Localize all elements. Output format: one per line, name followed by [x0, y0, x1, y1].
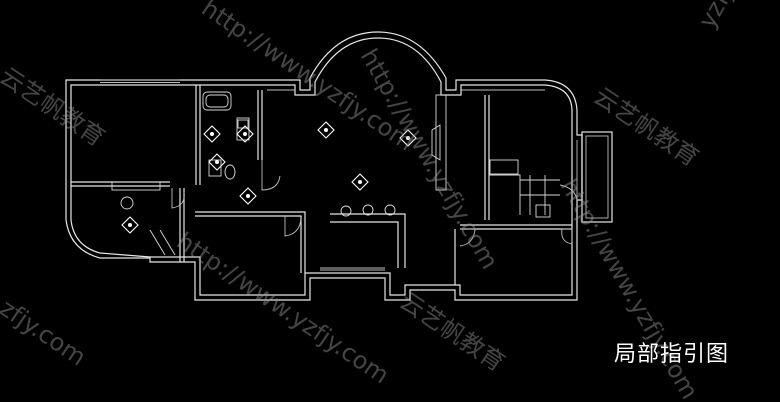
view-marker-icon — [208, 153, 226, 171]
view-marker-icon — [203, 125, 221, 143]
watermark-text: yzfjy — [693, 0, 745, 33]
balcony — [581, 131, 613, 223]
page-caption: 局部指引图 — [614, 342, 730, 367]
watermark-text: 云艺帆教育 — [589, 82, 704, 172]
view-marker-icon — [239, 187, 257, 205]
windows — [100, 79, 578, 271]
view-marker-icon — [351, 173, 369, 191]
watermark-text: http://www.yzfjy.com — [355, 44, 504, 274]
view-marker-icon — [121, 216, 139, 234]
kitchen-counter — [489, 159, 560, 218]
view-marker-icon — [317, 121, 335, 139]
doors — [171, 160, 578, 247]
watermark-text: http://www.yzfjy.com — [172, 227, 394, 390]
watermark-text: zfjy.com — [0, 294, 91, 372]
bathroom-fixtures — [202, 91, 250, 180]
dining-bar — [330, 204, 406, 268]
exterior-walls — [65, 31, 583, 301]
watermark-text: 云艺帆教育 — [0, 62, 110, 152]
view-marker-icon — [236, 125, 254, 143]
interior-walls — [71, 85, 572, 285]
view-markers — [121, 121, 417, 234]
study-furniture — [111, 181, 176, 256]
view-marker-icon — [399, 129, 417, 147]
media-wall — [431, 94, 447, 191]
